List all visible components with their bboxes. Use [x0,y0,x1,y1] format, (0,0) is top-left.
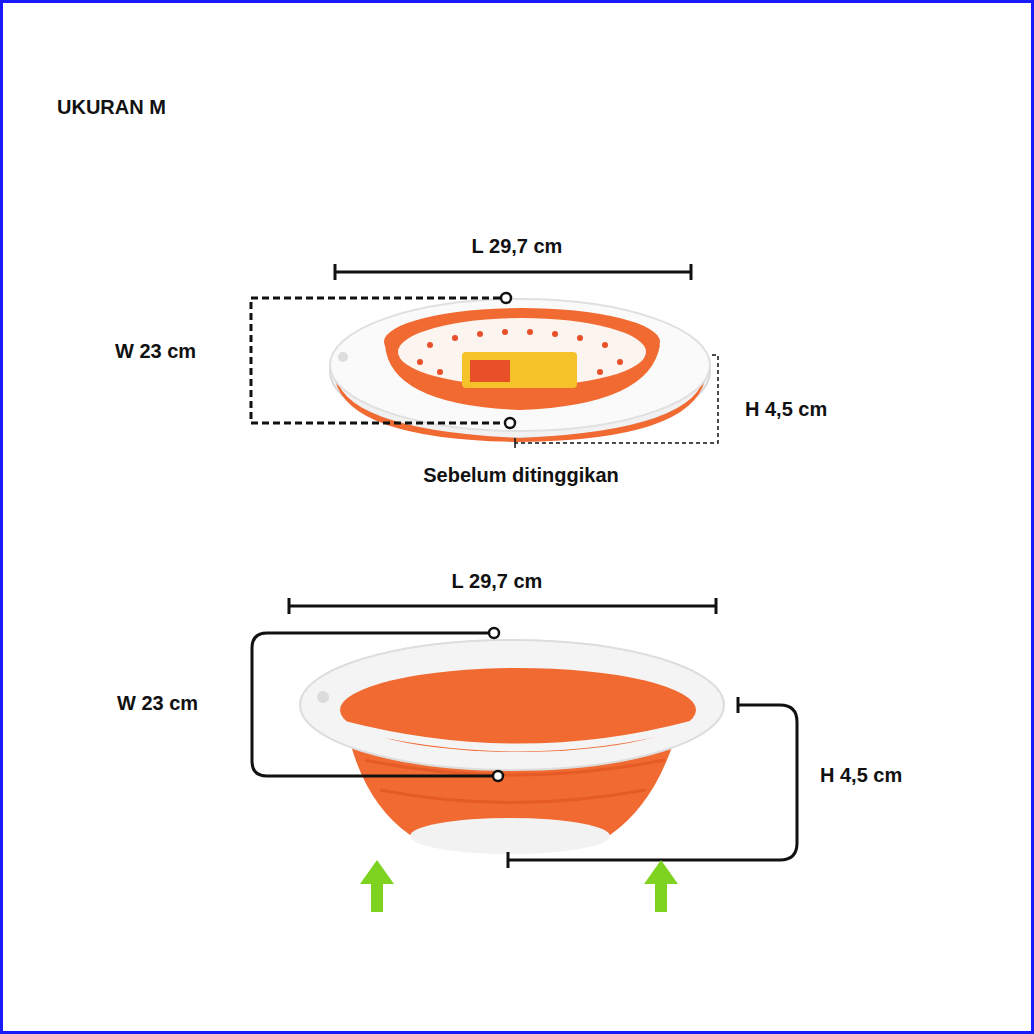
state-note: Sebelum ditinggikan [423,463,619,487]
height-dimension: H 4,5 cm [745,397,827,421]
size-heading: UKURAN M [57,95,166,119]
length-dimension: L 29,7 cm [452,569,543,593]
width-dimension: W 23 cm [117,691,198,715]
width-dimension: W 23 cm [115,339,196,363]
length-dimension: L 29,7 cm [472,234,563,258]
height-dimension: H 4,5 cm [820,763,902,787]
